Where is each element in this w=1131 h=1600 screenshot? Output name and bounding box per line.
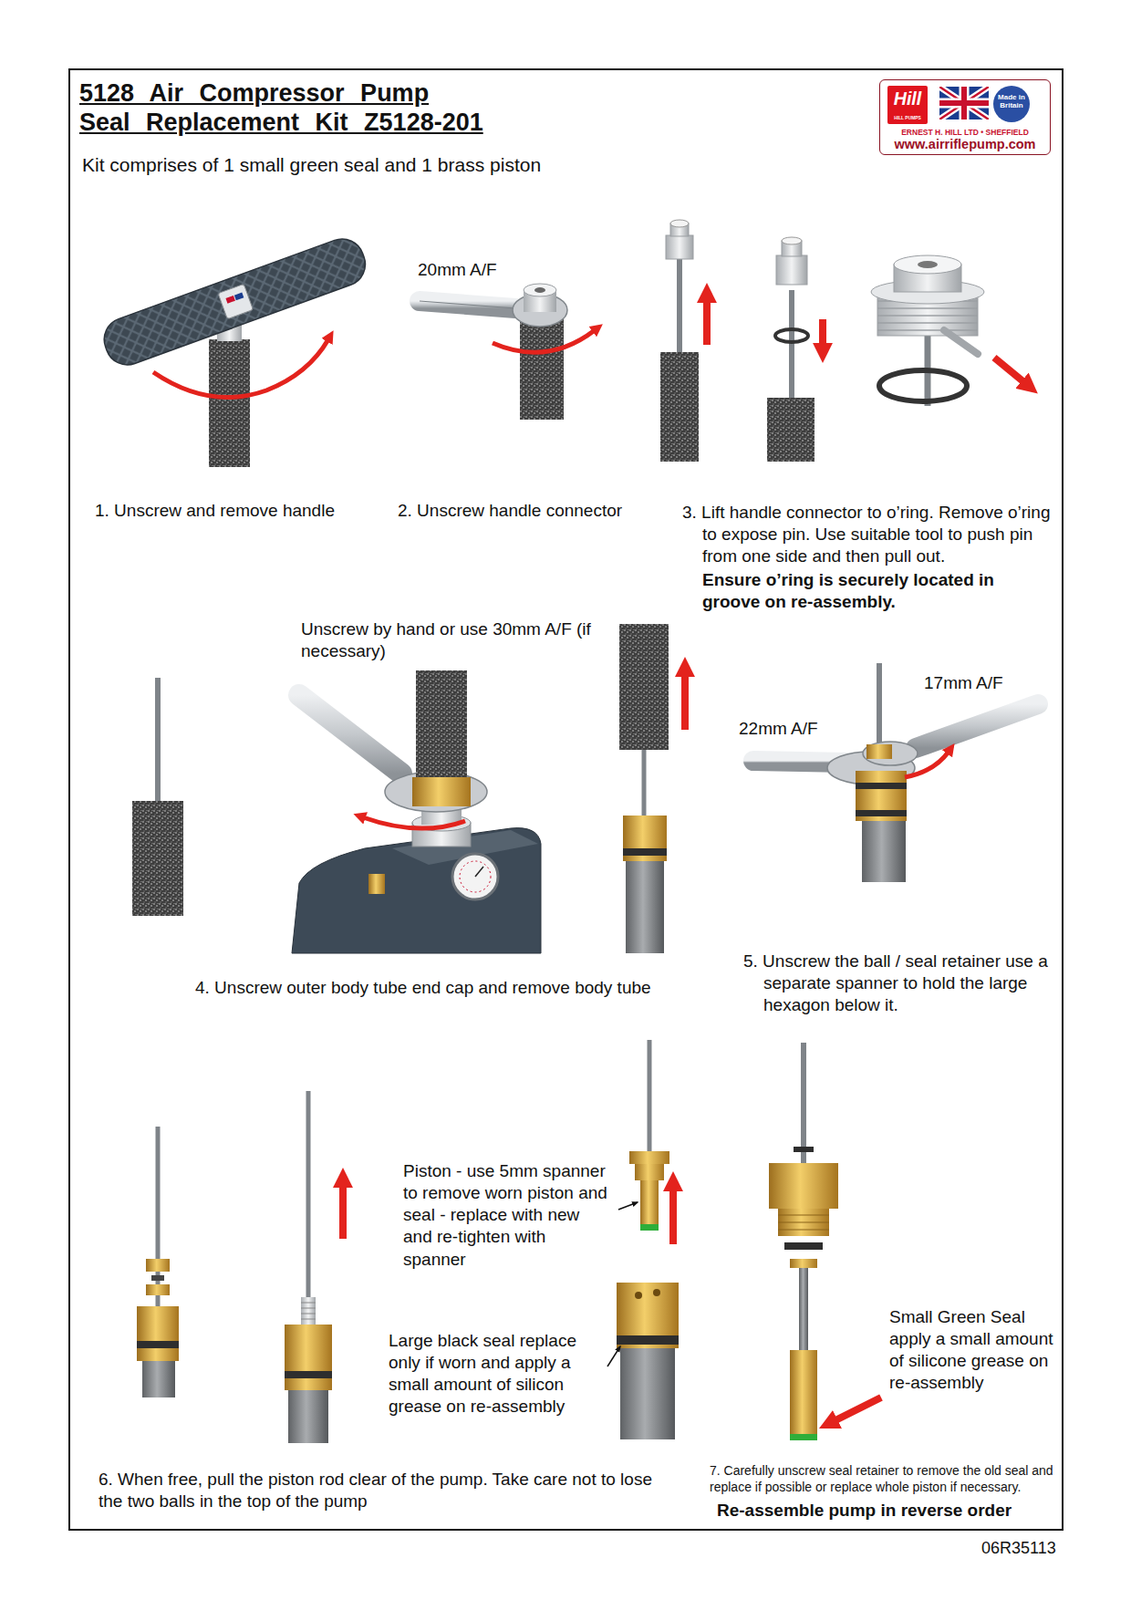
step-text: 2. Unscrew handle connector (397, 499, 672, 522)
node-text: Hill (887, 88, 928, 110)
document-code: 06R35113 (981, 1537, 1073, 1559)
reassembly-note: Re-assemble pump in reverse order (716, 1499, 1059, 1522)
node-text: ERNEST H. HILL LTD • SHEFFIELD (880, 127, 1050, 137)
node-text: www.airriflepump.com (880, 136, 1050, 152)
part-note: Small Green Seal apply a small amount of… (889, 1306, 1059, 1395)
part-note: Large black seal replace only if worn an… (388, 1329, 603, 1419)
spanner-size: 20mm A/F (417, 259, 555, 281)
step-text: 6. When free, pull the piston rod clear … (98, 1468, 665, 1513)
made-in-britain-badge: Made in Britain (993, 85, 1030, 123)
part-note: Piston - use 5mm spanner to remove worn … (403, 1160, 613, 1271)
step-text: 5. Unscrew the ball / seal retainer use … (743, 950, 1069, 1017)
warning-note: Ensure o’ring is securely located in gro… (702, 569, 1042, 613)
spanner-size: 22mm A/F (738, 717, 849, 740)
step-text: 1. Unscrew and remove handle (94, 499, 396, 522)
kit-contents: Kit comprises of 1 small green seal and … (82, 153, 812, 178)
spanner-note: Unscrew by hand or use 30mm A/F (if nece… (300, 618, 592, 663)
step-text: 7. Carefully unscrew seal retainer to re… (709, 1463, 1059, 1496)
step-text: 3. Lift handle connector to o’ring. Remo… (682, 501, 1063, 568)
spanner-size: 17mm A/F (923, 672, 1043, 695)
node-text: HILL PUMPS (887, 115, 928, 121)
logo-box: ERNEST H. HILL LTD • SHEFFIELDwww.airrif… (879, 79, 1051, 156)
step-text: 4. Unscrew outer body tube end cap and r… (195, 976, 743, 999)
node-text: Made in Britain (996, 93, 1028, 111)
brand-block: HillHILL PUMPS (887, 85, 928, 125)
title: 5128 Air Compressor Pump Seal Replacemen… (79, 78, 490, 137)
